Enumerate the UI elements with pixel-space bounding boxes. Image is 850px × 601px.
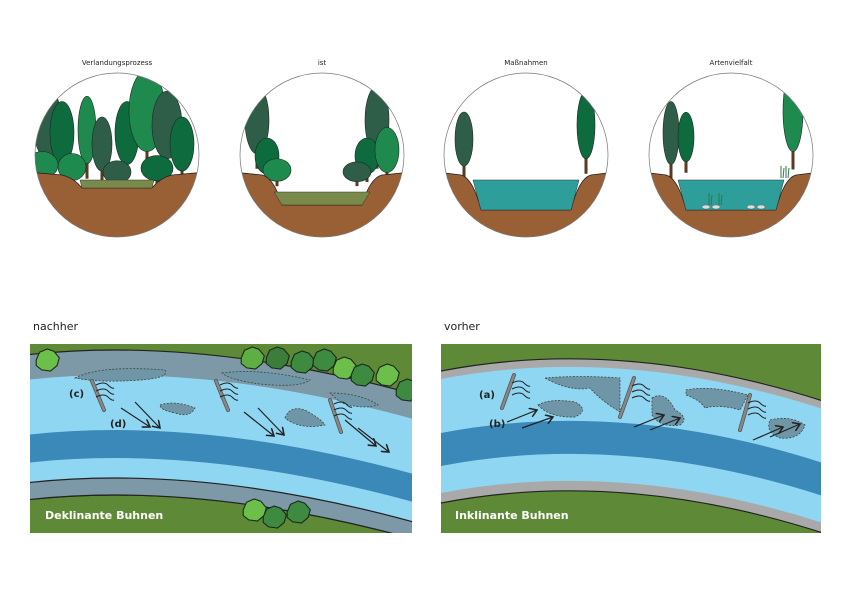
eddy-icon — [631, 383, 651, 390]
reed — [780, 166, 785, 179]
eddy-icon — [747, 406, 767, 413]
circle-outline — [648, 72, 814, 238]
eddy-icon — [747, 412, 767, 419]
circle-outline — [34, 72, 200, 238]
eddy-icon — [511, 386, 531, 393]
tree-icon — [662, 101, 680, 165]
bush-icon — [262, 505, 287, 529]
sediment-deposit — [284, 408, 326, 427]
sediment-deposit — [221, 371, 311, 386]
sediment-deposit — [685, 387, 749, 411]
reed — [718, 193, 723, 206]
stage-label-ist: ist — [317, 59, 327, 67]
reed — [785, 166, 790, 179]
groyne-highlight — [738, 393, 752, 432]
channel-fill — [79, 179, 155, 189]
eddy-icon — [219, 388, 239, 395]
bush-icon — [35, 348, 60, 372]
tree-icon — [677, 111, 695, 163]
flow-arrow-icon — [752, 427, 783, 441]
stage-circle-2 — [444, 73, 608, 237]
stage-label-verlandungsprozess: Verlandungsprozess — [81, 59, 153, 67]
main-channel — [30, 430, 412, 502]
channel-fill — [273, 191, 371, 206]
eddy-icon — [631, 389, 651, 396]
stage-label-artenvielfalt: Artenvielfalt — [709, 59, 753, 67]
bush-icon — [350, 363, 375, 387]
tree-icon — [140, 155, 174, 182]
tree-icon — [169, 116, 195, 172]
flow-arrow-icon — [257, 407, 284, 435]
tree-icon — [374, 127, 400, 173]
circle-outline — [443, 72, 609, 238]
stone — [756, 204, 766, 210]
eddy-icon — [219, 394, 239, 401]
sediment-deposit — [73, 368, 167, 382]
heading-nachher: nachher — [33, 320, 78, 333]
eddy-icon — [333, 413, 353, 420]
channel-fill — [677, 179, 785, 211]
eddy-icon — [95, 382, 115, 389]
groyne-highlight — [500, 373, 516, 410]
mark-c: (c) — [69, 389, 84, 400]
groyne-highlight — [618, 376, 636, 419]
tree-icon — [91, 116, 113, 172]
sediment-deposit — [328, 392, 379, 408]
stone — [701, 204, 711, 210]
panel-inklinante-buhnen — [441, 344, 821, 533]
flow-arrow-icon — [243, 411, 274, 436]
flow-arrow-icon — [633, 415, 664, 428]
bush-icon — [286, 500, 311, 524]
flow-arrow-icon — [769, 424, 800, 438]
mark-a: (a) — [479, 390, 495, 401]
flow-arrow-icon — [521, 417, 553, 429]
bush-icon — [395, 378, 412, 402]
sediment-deposit — [543, 376, 621, 413]
eddy-icon — [95, 388, 115, 395]
bush-icon — [265, 346, 290, 370]
stone — [711, 204, 721, 210]
flow-arrow-icon — [649, 418, 680, 431]
eddy-icon — [747, 400, 767, 407]
heading-vorher: vorher — [444, 320, 480, 333]
tree-icon — [454, 111, 474, 167]
stage-circle-0 — [35, 73, 199, 237]
panel-title-inklinante: Inklinante Buhnen — [455, 509, 569, 522]
sediment-deposit — [159, 402, 196, 416]
tree-icon — [576, 90, 596, 160]
flow-arrow-icon — [506, 410, 537, 423]
eddy-icon — [333, 401, 353, 408]
reed — [708, 193, 713, 206]
bush-icon — [375, 363, 400, 387]
stone — [746, 204, 756, 210]
bush-icon — [240, 346, 265, 370]
tree-icon — [342, 161, 372, 183]
lower-bank — [30, 477, 412, 533]
panel-title-deklinante: Deklinante Buhnen — [45, 509, 163, 522]
flow-arrow-icon — [134, 401, 160, 428]
stage-circle-1 — [240, 73, 404, 237]
channel-fill — [472, 179, 580, 211]
flow-arrow-icon — [120, 407, 150, 427]
flow-arrow-icon — [357, 427, 389, 452]
panel-deklinante-buhnen — [30, 344, 412, 533]
tree-icon — [262, 158, 292, 182]
mark-d: (d) — [110, 419, 126, 430]
eddy-icon — [95, 394, 115, 401]
bush-icon — [312, 348, 337, 372]
eddy-icon — [219, 382, 239, 389]
mark-b: (b) — [489, 419, 505, 430]
eddy-icon — [631, 395, 651, 402]
circle-outline — [239, 72, 405, 238]
groyne-highlight — [90, 379, 106, 412]
stage-label-massnahmen: Maßnahmen — [504, 59, 548, 67]
stage-circle-3 — [649, 73, 813, 237]
flow-arrow-icon — [344, 419, 376, 446]
eddy-icon — [333, 407, 353, 414]
eddy-icon — [511, 380, 531, 387]
groyne-highlight — [214, 379, 230, 412]
groyne-highlight — [328, 398, 343, 434]
eddy-icon — [511, 392, 531, 399]
main-channel — [441, 420, 821, 496]
